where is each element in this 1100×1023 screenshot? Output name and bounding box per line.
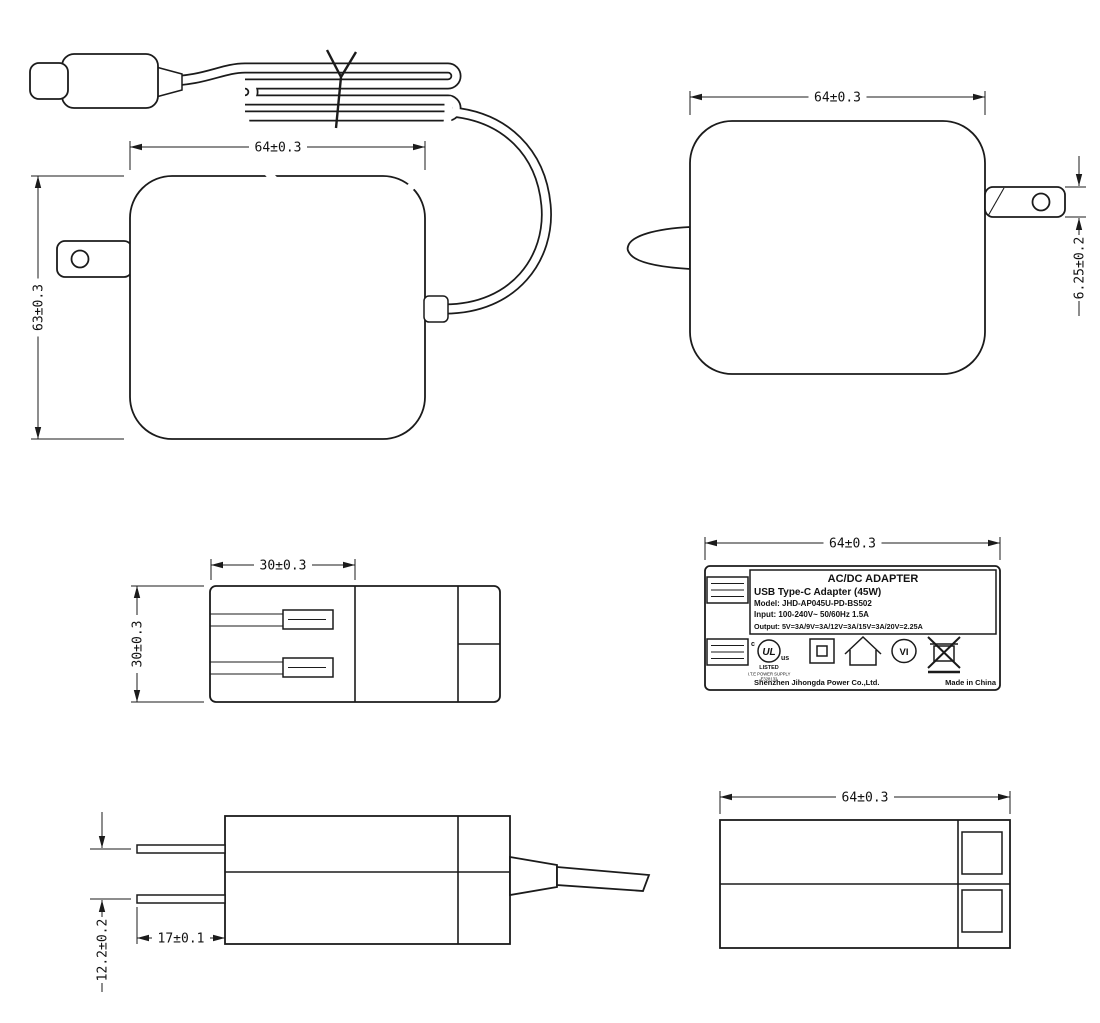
dim-text-front-width: 64±0.3 — [255, 141, 302, 156]
dim-text-rear-pin: 6.25±0.2 — [1073, 237, 1088, 300]
side-outline — [224, 815, 511, 945]
ul-us-text: us — [781, 655, 789, 662]
rear-boot-wedge — [626, 226, 691, 270]
dim-pin-spacing: 12.2±0.2 — [90, 812, 131, 992]
weee-bin-icon — [927, 636, 961, 674]
dim-rear-width: 64±0.3 — [689, 90, 986, 115]
front-plug-prong — [56, 240, 133, 278]
view-rear: 64±0.3 6.25±0.2 — [626, 90, 1088, 375]
ul-circle-icon — [757, 639, 781, 663]
double-insulation-icon — [809, 638, 835, 664]
efficiency-vi-text: VI — [900, 647, 909, 658]
dim-bottom-width: 64±0.3 — [719, 790, 1011, 814]
adapter-body-rear — [689, 120, 986, 375]
top-prong-2 — [210, 657, 334, 678]
dim-rear-pin-thickness: 6.25±0.2 — [1065, 156, 1088, 316]
label-title: AC/DC ADAPTER — [828, 573, 919, 585]
label-output: Output: 5V=3A/9V=3A/12V=3A/15V=3A/20V=2.… — [754, 622, 923, 631]
ul-mark: UL c us LISTED I.T.E POWER SUPPLY E32813… — [748, 639, 791, 682]
ul-c-text: c — [751, 641, 755, 648]
dim-text-pin-spacing: 12.2±0.2 — [96, 919, 111, 982]
dim-text-bottom-width: 64±0.3 — [842, 791, 889, 806]
ul-listed-text: LISTED — [759, 665, 779, 671]
connector-shell — [61, 53, 159, 109]
prong-slot-block-1 — [706, 576, 749, 604]
bottom-detail-rect-2 — [961, 889, 1003, 933]
ul-file-text: E328132 — [761, 677, 778, 682]
view-bottom: 64±0.3 — [719, 790, 1011, 949]
side-prong-2 — [136, 894, 226, 904]
dim-text-label-width: 64±0.3 — [829, 537, 876, 552]
dim-text-front-height: 63±0.3 — [32, 284, 47, 331]
dim-label-width: 64±0.3 — [704, 536, 1001, 560]
connector-tip — [29, 62, 69, 100]
dim-pin-length: 17±0.1 — [136, 907, 225, 947]
label-input: Input: 100-240V~ 50/60Hz 1.5A — [754, 610, 869, 619]
prong-slot-block-2 — [706, 638, 749, 666]
view-side: 12.2±0.2 17±0.1 — [90, 812, 651, 992]
side-cable-boot — [509, 855, 558, 897]
dim-text-pin-length: 17±0.1 — [158, 932, 205, 947]
bottom-detail-rect-1 — [961, 831, 1003, 875]
cable-exit-boot — [423, 295, 449, 323]
prong-hole — [70, 249, 90, 269]
dim-top-width: 30±0.3 — [210, 558, 356, 580]
ul-category-text: I.T.E POWER SUPPLY — [748, 672, 791, 677]
dim-text-rear-width: 64±0.3 — [814, 91, 861, 106]
rating-label-box — [749, 569, 997, 635]
dim-text-top-depth: 30±0.3 — [131, 621, 146, 668]
label-face-outline — [704, 565, 1001, 691]
label-company: Shenzhen Jihongda Power Co.,Ltd. — [754, 678, 879, 687]
label-subtitle: USB Type-C Adapter (45W) — [754, 587, 881, 598]
label-origin: Made in China — [945, 678, 997, 687]
top-prong-1 — [210, 609, 334, 630]
adapter-body-front — [129, 175, 426, 440]
dim-text-top-width: 30±0.3 — [260, 559, 307, 574]
view-label-face: AC/DC ADAPTER USB Type-C Adapter (45W) M… — [704, 536, 1001, 691]
cable-tie — [325, 49, 358, 129]
label-model: Model: JHD-AP045U-PD-BS502 — [754, 599, 872, 608]
usb-c-connector — [29, 53, 183, 109]
rear-plug-prong — [984, 186, 1066, 218]
dim-front-width: 64±0.3 — [129, 140, 426, 170]
connector-neck — [155, 66, 183, 98]
view-top: 30±0.3 30±0.3 — [130, 558, 501, 703]
efficiency-vi-icon: VI — [891, 638, 917, 664]
prong-hole — [1031, 192, 1051, 212]
view-front: 64±0.3 63±0.3 — [29, 49, 552, 440]
top-internal-lines — [354, 586, 500, 702]
indoor-use-house-icon — [844, 635, 882, 666]
side-cable-stub — [556, 866, 651, 892]
ul-brand-text: UL — [762, 647, 775, 658]
dim-front-height: 63±0.3 — [31, 175, 124, 440]
side-prong-1 — [136, 844, 226, 854]
dim-top-depth: 30±0.3 — [130, 585, 204, 703]
